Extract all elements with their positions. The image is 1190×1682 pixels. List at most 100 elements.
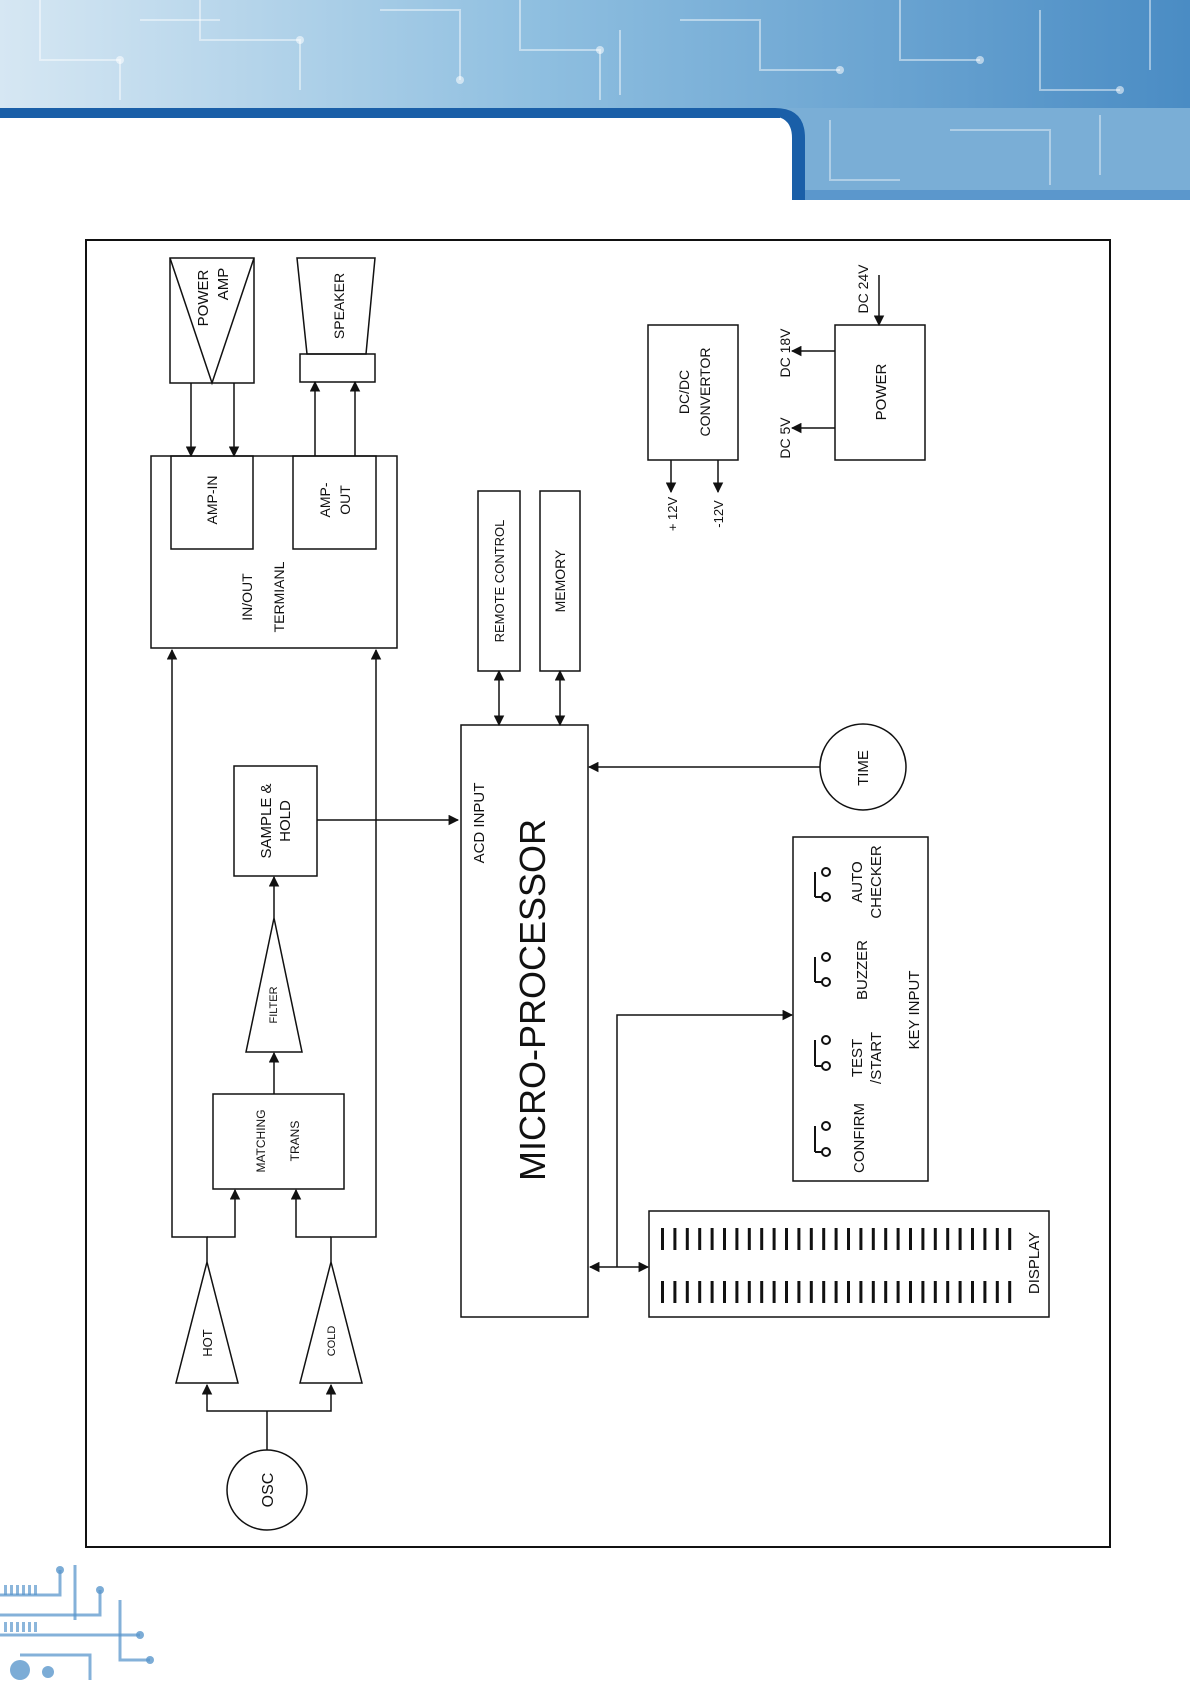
display-segment — [971, 1228, 974, 1250]
power-amp-block — [170, 258, 254, 383]
line-to-key-input — [617, 1015, 792, 1267]
label-auto-checker-line2: CHECKER — [868, 845, 885, 919]
line-hot-to-matching — [207, 1190, 235, 1237]
display-segment — [773, 1228, 776, 1250]
display-segment — [872, 1228, 875, 1250]
label-in-out-line2: TERMIANL — [271, 561, 287, 632]
display-segment — [822, 1228, 825, 1250]
display-segment — [859, 1228, 862, 1250]
label-buzzer: BUZZER — [854, 940, 871, 1000]
label-display: DISPLAY — [1026, 1232, 1043, 1294]
display-segment — [971, 1281, 974, 1303]
label-auto-checker-line1: AUTO — [849, 861, 866, 902]
display-segment — [1008, 1228, 1011, 1250]
line-osc-to-cold — [267, 1385, 331, 1411]
label-amp-out: AMP-OUT — [317, 482, 353, 517]
label-speaker: SPEAKER — [331, 273, 347, 339]
label-amp-out-line2: OUT — [337, 485, 353, 515]
label-sample-hold-line2: HOLD — [277, 800, 294, 842]
display-segment — [835, 1281, 838, 1303]
line-cold-to-matching — [296, 1190, 331, 1237]
label-power-amp-line1: POWER — [195, 270, 212, 327]
display-segment — [934, 1281, 937, 1303]
display-segment — [735, 1281, 738, 1303]
display-segment — [661, 1228, 664, 1250]
display-segment — [760, 1281, 763, 1303]
switch-test-start — [815, 1036, 830, 1070]
label-remote-control: REMOTE CONTROL — [492, 520, 507, 643]
label-test-start: TEST/START — [849, 1032, 885, 1084]
label-matching: MATCHING TRANS — [254, 1109, 302, 1172]
display-segment — [760, 1228, 763, 1250]
display-segment — [884, 1281, 887, 1303]
label-power: POWER — [873, 364, 890, 421]
label-dcdc-line2: CONVERTOR — [697, 348, 713, 437]
display-segment — [797, 1228, 800, 1250]
switch-confirm — [815, 1122, 830, 1156]
display-segment — [983, 1281, 986, 1303]
speaker-base — [300, 354, 375, 382]
line-osc-to-hot — [207, 1385, 267, 1411]
display-segment — [711, 1281, 714, 1303]
display-segment — [773, 1281, 776, 1303]
display-segment — [686, 1281, 689, 1303]
line-cold-to-terminal — [331, 650, 376, 1262]
sample-hold-block — [234, 766, 317, 876]
display-segment — [723, 1281, 726, 1303]
display-segment — [983, 1228, 986, 1250]
key-switches — [815, 868, 830, 1156]
display-segment — [996, 1228, 999, 1250]
label-microprocessor: MICRO-PROCESSOR — [512, 819, 553, 1181]
display-segment — [921, 1228, 924, 1250]
label-power-amp-line2: AMP — [215, 268, 232, 301]
label-amp-out-line1: AMP- — [317, 482, 333, 517]
display-segment — [909, 1228, 912, 1250]
display-segment — [748, 1281, 751, 1303]
label-memory: MEMORY — [552, 549, 568, 612]
label-filter: FILTER — [268, 986, 280, 1023]
display-segment — [785, 1228, 788, 1250]
matching-trans-block — [213, 1094, 344, 1189]
display-segment — [673, 1228, 676, 1250]
label-key-input: KEY INPUT — [906, 971, 923, 1050]
display-segment — [748, 1228, 751, 1250]
label-hot: HOT — [200, 1329, 215, 1357]
label-matching-line2: TRANS — [288, 1121, 302, 1162]
label-confirm: CONFIRM — [851, 1103, 868, 1173]
display-segment — [946, 1228, 949, 1250]
display-segment — [673, 1281, 676, 1303]
display-segment — [711, 1228, 714, 1250]
display-segment — [909, 1281, 912, 1303]
dcdc-converter-block — [648, 325, 738, 460]
display-segment — [698, 1281, 701, 1303]
display-segment — [785, 1281, 788, 1303]
display-segment — [847, 1228, 850, 1250]
display-segment — [822, 1281, 825, 1303]
display-segments — [661, 1228, 1011, 1303]
display-segment — [859, 1281, 862, 1303]
display-segment — [797, 1281, 800, 1303]
label-dcdc: DC/DC CONVERTOR — [676, 348, 713, 437]
display-segment — [959, 1228, 962, 1250]
display-segment — [897, 1281, 900, 1303]
label-test-start-line2: /START — [868, 1032, 885, 1084]
label-dc5v: DC 5V — [777, 417, 793, 459]
label-in-out-line1: IN/OUT — [239, 573, 255, 621]
hot-triangle — [176, 1262, 238, 1383]
display-segment — [1008, 1281, 1011, 1303]
display-segment — [884, 1228, 887, 1250]
label-dcdc-line1: DC/DC — [676, 370, 692, 414]
corner-decoration — [0, 1560, 160, 1682]
label-time: TIME — [855, 750, 872, 786]
label-matching-line1: MATCHING — [254, 1109, 268, 1172]
display-segment — [735, 1228, 738, 1250]
label-in-out: IN/OUT TERMIANL — [239, 561, 287, 632]
label-sample-hold: SAMPLE &HOLD — [258, 783, 294, 858]
display-segment — [897, 1228, 900, 1250]
label-acd-input: ACD INPUT — [471, 783, 488, 864]
display-segment — [959, 1281, 962, 1303]
label-dc24v: DC 24V — [855, 264, 871, 314]
